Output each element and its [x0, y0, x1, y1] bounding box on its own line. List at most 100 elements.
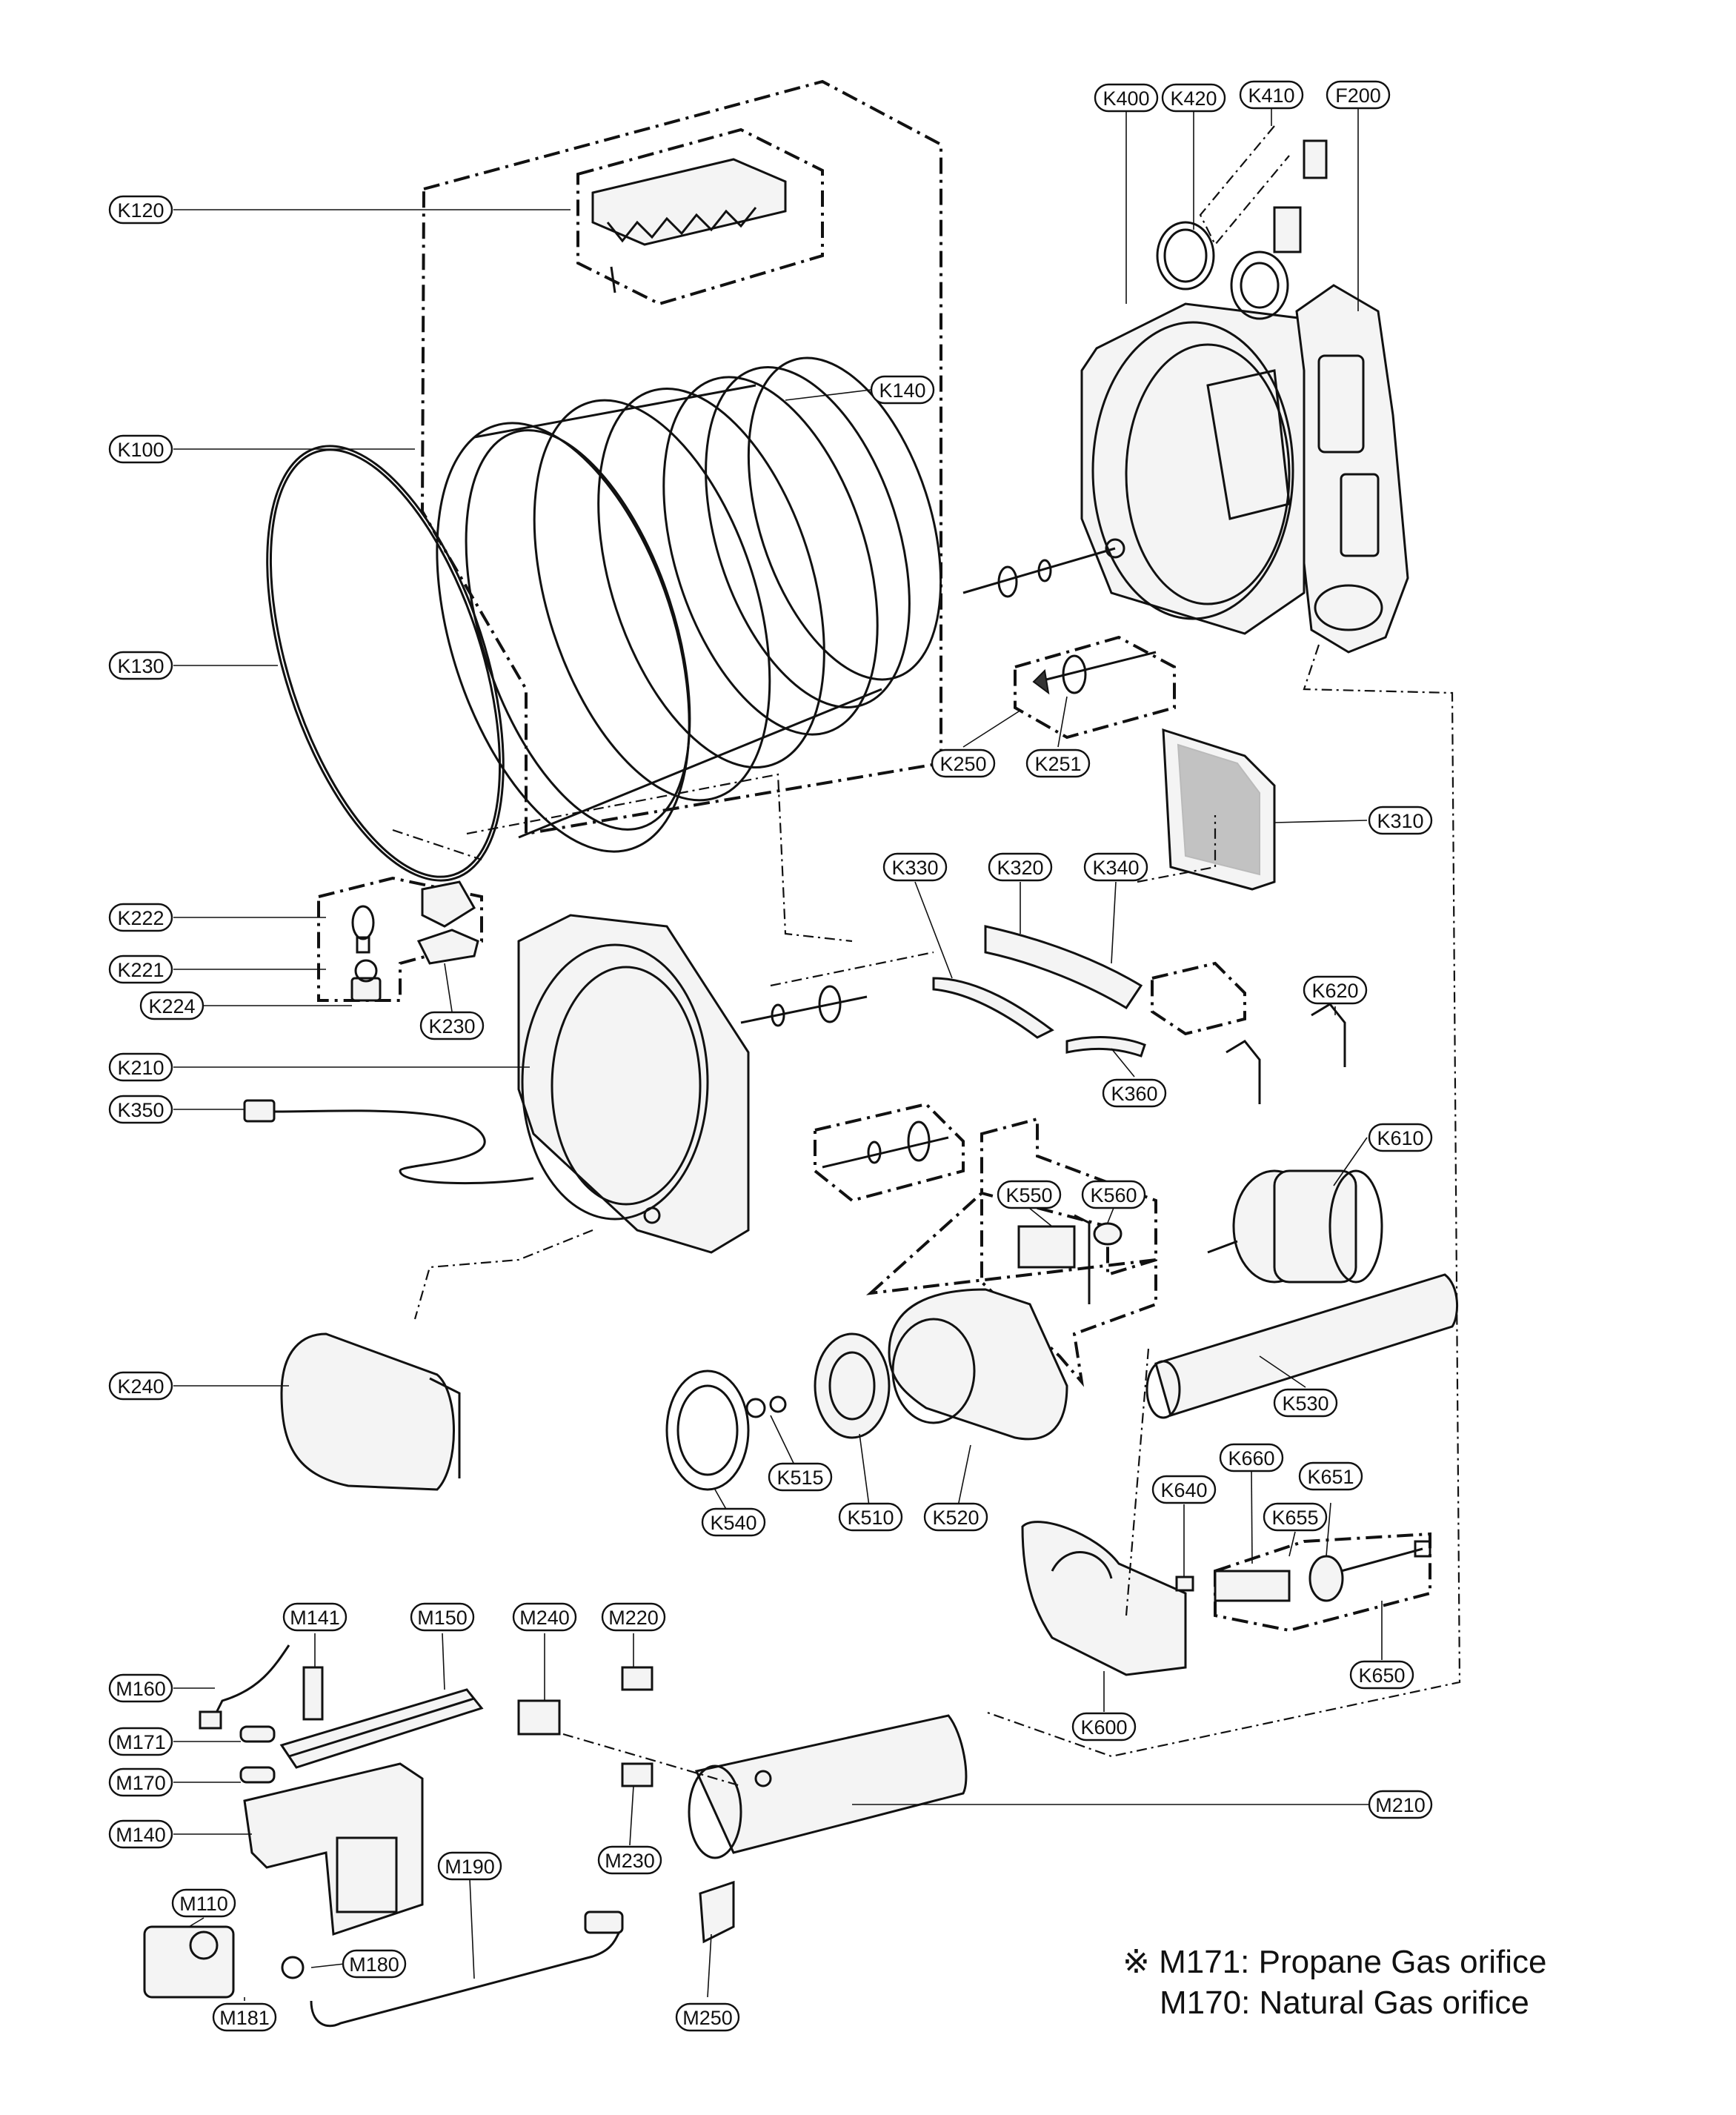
callout-bubble [171, 1888, 236, 1918]
callout-bubble [838, 1502, 903, 1532]
callout-k224: K224 [139, 991, 204, 1020]
callout-bubble [108, 1673, 173, 1703]
callout-text: K550 [1005, 1184, 1052, 1206]
callout-k210: K210 [108, 1052, 173, 1082]
callout-bubble [108, 434, 173, 464]
callout-text: K655 [1271, 1507, 1318, 1529]
callout-text: K224 [148, 995, 195, 1017]
callout-bubble [139, 991, 204, 1020]
callout-bubble [108, 1371, 173, 1401]
k410-group-outline [1199, 125, 1290, 246]
part-k550-thermostat [1017, 1214, 1091, 1304]
callout-k221: K221 [108, 954, 173, 984]
routing-line-4 [413, 1229, 593, 1320]
callout-bubble [212, 2002, 277, 2032]
part-k610-motor [1207, 1169, 1383, 1284]
callout-k540: K540 [701, 1507, 766, 1537]
callout-text: K222 [117, 907, 164, 929]
callout-k650: K650 [1349, 1660, 1414, 1690]
callout-k640: K640 [1151, 1475, 1217, 1504]
routing-line-1 [466, 773, 853, 943]
blower-group-outline [980, 1117, 1157, 1277]
callout-bubble [1071, 1712, 1137, 1742]
callout-k510: K510 [838, 1502, 903, 1532]
part-m170-orifice [239, 1766, 276, 1784]
callout-text: K210 [117, 1057, 164, 1079]
callout-k530: K530 [1273, 1388, 1338, 1418]
gas-orifice-note: ※ M171: Propane Gas orifice M170: Natura… [1123, 1942, 1547, 2023]
part-k420-ring [1156, 221, 1215, 290]
part-m140-bracket [243, 1762, 424, 1936]
part-m141-sensor [302, 1666, 324, 1721]
callout-k660: K660 [1219, 1443, 1284, 1472]
callout-f200: F200 [1326, 80, 1391, 110]
callout-text: K350 [117, 1099, 164, 1121]
callout-bubble [1102, 1078, 1167, 1108]
part-k350-harness [243, 1099, 534, 1185]
callout-k320: K320 [988, 852, 1053, 882]
callout-bubble [1326, 80, 1391, 110]
routing-line-6 [1125, 1348, 1150, 1616]
routing-line-3 [770, 951, 934, 987]
callout-m140: M140 [108, 1819, 173, 1849]
callout-bubble [1298, 1461, 1363, 1491]
callout-bubble [512, 1602, 577, 1632]
part-k130-belt-inner [269, 448, 502, 878]
callout-m181: M181 [212, 2002, 277, 2032]
callout-text: K140 [879, 379, 925, 402]
callout-m171: M171 [108, 1727, 173, 1756]
callout-bubble [1349, 1660, 1414, 1690]
callout-m190: M190 [437, 1851, 502, 1881]
part-m220-thermostat [621, 1666, 654, 1691]
callout-bubble [997, 1180, 1062, 1209]
callout-k410: K410 [1239, 80, 1304, 110]
part-front-bearing-lower [822, 1120, 949, 1169]
part-k540-seal [665, 1369, 750, 1491]
callout-text: K640 [1160, 1479, 1207, 1501]
callout-bubble [1368, 1123, 1433, 1152]
part-k640 [1175, 1576, 1194, 1592]
callout-k651: K651 [1298, 1461, 1363, 1491]
callout-k515: K515 [768, 1462, 833, 1492]
callout-bubble [342, 1949, 407, 1979]
callout-text: M250 [682, 2007, 733, 2029]
callout-k600: K600 [1071, 1712, 1137, 1742]
callout-text: K620 [1311, 980, 1358, 1002]
callout-bubble [601, 1602, 666, 1632]
callout-text: K530 [1282, 1392, 1328, 1415]
routing-line-5 [1137, 815, 1217, 883]
callout-text: K240 [117, 1375, 164, 1398]
callout-text: M240 [519, 1607, 570, 1629]
part-bulb-cover [421, 880, 476, 928]
callout-text: K251 [1034, 753, 1081, 775]
part-m150-burner [279, 1688, 484, 1769]
callout-text: K320 [997, 857, 1043, 879]
callout-bubble [108, 1727, 173, 1756]
callout-k550: K550 [997, 1180, 1062, 1209]
callout-k620: K620 [1303, 975, 1368, 1005]
callout-text: M140 [116, 1824, 166, 1846]
callout-text: M170 [116, 1772, 166, 1794]
part-k222-bulb [351, 905, 375, 954]
callout-text: K420 [1170, 87, 1217, 110]
callout-text: M160 [116, 1678, 166, 1700]
callout-bubble [923, 1502, 988, 1532]
callout-k100: K100 [108, 434, 173, 464]
callout-m240: M240 [512, 1602, 577, 1632]
callout-text: K510 [847, 1507, 894, 1529]
part-k330-guide [932, 977, 1054, 1039]
callout-bubble [282, 1602, 347, 1632]
routing-line-2 [985, 644, 1461, 1758]
callout-bubble [108, 1052, 173, 1082]
note-line-1: ※ M171: Propane Gas orifice [1123, 1942, 1547, 1982]
part-m171-orifice [239, 1725, 276, 1743]
callout-bubble [988, 852, 1053, 882]
callout-bubble [108, 903, 173, 932]
callout-bubble [108, 1095, 173, 1124]
callout-bubble [1083, 852, 1148, 882]
callout-m141: M141 [282, 1602, 347, 1632]
callout-text: K520 [932, 1507, 979, 1529]
callout-text: K600 [1080, 1716, 1127, 1739]
callout-bubble [410, 1602, 475, 1632]
